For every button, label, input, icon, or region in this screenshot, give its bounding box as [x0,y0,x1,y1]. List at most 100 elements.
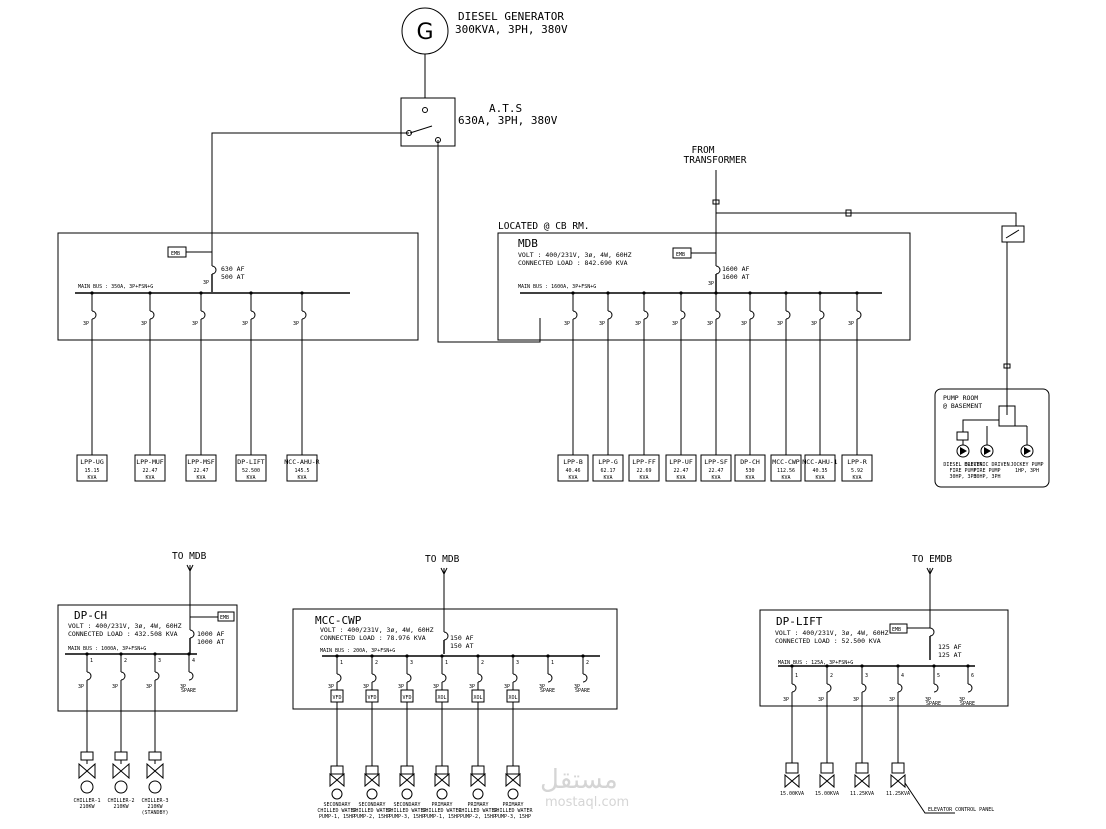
circuit-number: 2 [586,660,589,666]
pump-icon [980,444,994,458]
load-panel-name: LPP-R [847,458,867,466]
mcc-cwp-panel: TO MDB MCC-CWP VOLT : 400/231V, 3ø, 4W, … [292,554,618,820]
starter-box [855,762,869,774]
emdb-main-bus: MAIN BUS : 350A, 3P+FSN+G [78,284,153,290]
lift-note-text: ELEVATOR CONTROL PANEL [928,807,994,813]
three-pole-label: 3P [707,321,713,327]
starter-box [820,762,834,774]
load-panel-value: 52.500 [242,468,260,474]
lift-icon [819,773,835,789]
load-panel-name: LPP-MUF [136,458,163,466]
three-pole-label: 3P [599,321,605,327]
load-panel-unit: KVA [676,475,685,481]
load-panel-value: 40.46 [565,468,580,474]
mcc-cwp-volt: VOLT : 400/231V, 3ø, 4W, 60HZ [320,626,434,634]
load-panel-unit: KVA [852,475,861,481]
three-pole-label: 3P [363,684,369,690]
from-transformer-1: FROM [692,145,715,156]
pump-line-3: PUMP-1, 15HP [424,814,460,820]
watermark-arabic: مستقل [540,765,618,795]
pump-line-2: CHILLED WATER [422,808,462,814]
mdb-main-bus: MAIN BUS : 1600A, 3P+FSN+G [518,284,596,290]
load-panel-value: 62.17 [600,468,615,474]
dp-ch-to: TO MDB [172,551,207,562]
circuit-number: 4 [901,673,904,679]
load-panel-name: MCC-CWP [772,458,799,466]
circuit-number: 1 [795,673,798,679]
spare-label: SPARE [960,701,975,707]
dp-lift-circuit-4: 4 3P 11.25KVA [886,664,910,797]
svg-text:EMB: EMB [676,252,685,258]
load-panel-name: LPP-MSF [187,458,214,466]
load-panel-name: LPP-UG [80,458,104,466]
svg-text:EMB: EMB [220,615,229,621]
circuit-number: 5 [937,673,940,679]
emdb-main-af: 630 AF [221,265,245,273]
starter-type: VFD [402,695,411,701]
three-pole-label: 3P [783,697,789,703]
spare-label: SPARE [181,688,196,694]
emdb-main-at: 500 AT [221,273,245,281]
chiller-rating: 210KW [113,804,129,810]
load-panel-unit: KVA [87,475,96,481]
pump-line-2: FIRE PUMP [949,468,976,474]
circuit-number: 4 [192,658,195,664]
pump-line-3: PUMP-3, 15HP [495,814,531,820]
pump-icon [956,444,970,458]
pump-icon [505,772,521,788]
three-pole-label: 3P [539,684,545,690]
load-panel-box [700,454,732,482]
pump-icon [399,772,415,788]
pump-line-2: CHILLED WATER [317,808,357,814]
three-pole-label: 3P [242,321,248,327]
load-panel-value: 530 [745,468,754,474]
three-pole-label: 3P [848,321,854,327]
load-panel-unit: KVA [639,475,648,481]
mdb-load: CONNECTED LOAD : 842.690 KVA [518,259,628,267]
load-panel-value: 145.5 [294,468,309,474]
mdb-main-af: 1600 AF [722,265,749,273]
load-panel-value: 40.35 [812,468,827,474]
three-pole-label: 3P [112,684,118,690]
load-panel-box [665,454,697,482]
starter-box [148,751,162,761]
lift-load: 11.25KVA [886,791,910,797]
generator-symbol: G [416,20,433,45]
pump-line-1: DIESEL DRIVEN [943,462,982,468]
load-panel-unit: KVA [603,475,612,481]
dp-ch-main-bus: MAIN BUS : 1000A, 3P+FSN+G [68,646,146,652]
load-panel-box [734,454,766,482]
pump-line-1: JOCKEY PUMP [1010,462,1043,468]
mcc-cwp-main-af: 150 AF [450,634,474,642]
pump-line-3: PUMP-1, 15HP [319,814,355,820]
starter-type: XOL [437,695,446,701]
starter-type: VFD [367,695,376,701]
dp-ch-title: DP-CH [74,609,107,622]
pump-icon [364,772,380,788]
pump-icon [329,772,345,788]
starter-type: VFD [332,695,341,701]
three-pole-label: 3P [818,697,824,703]
load-panel-unit: KVA [145,475,154,481]
chiller-name: CHILLER-3 [141,798,168,804]
lift-load: 15.00KVA [780,791,804,797]
mdb-location: LOCATED @ CB RM. [498,221,590,232]
load-panel-unit: KVA [246,475,255,481]
load-panel-value: 22.47 [142,468,157,474]
dp-lift-title: DP-LIFT [776,615,823,628]
spare-label: SPARE [926,701,941,707]
load-panel-value: 15.15 [84,468,99,474]
three-pole-label: 3P [889,697,895,703]
